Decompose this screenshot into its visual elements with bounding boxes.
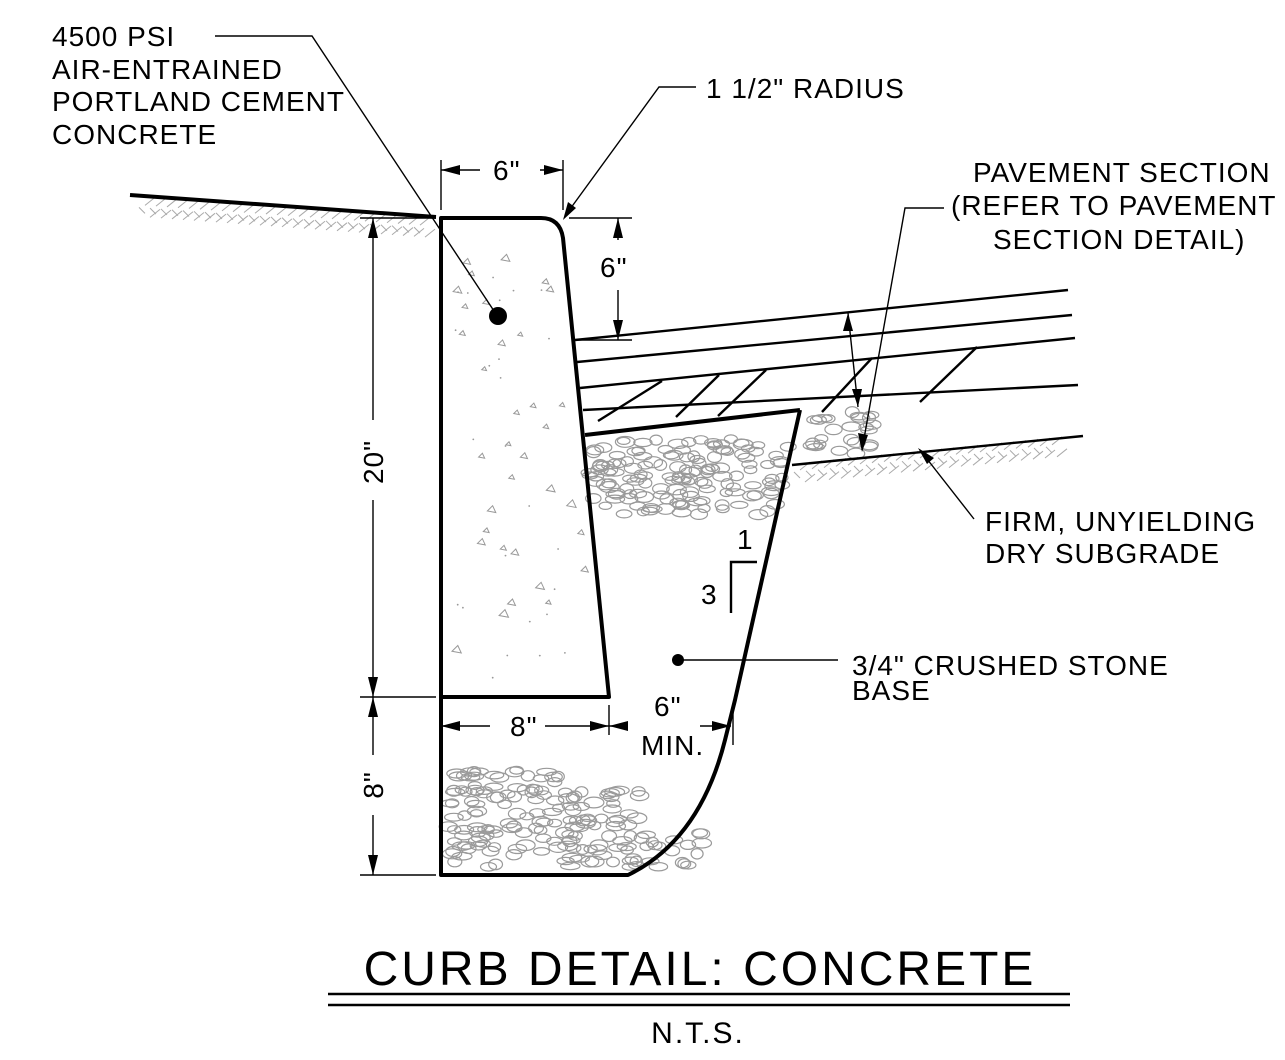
dim-curb-height: 20" [358,217,436,698]
subgrade-hatch [793,436,1068,483]
pavement-line-4 [582,383,1079,412]
dim-bottom-width-label: 8" [510,711,538,742]
concrete-note-line-1: 4500 PSI [52,21,175,52]
dim-base-depth-label: 8" [358,771,389,799]
dim-top-width-label: 6" [493,155,521,186]
dim-base-extension: 6" MIN. [609,691,734,761]
callout-stone: 3/4" CRUSHED STONE BASE [672,650,1169,706]
title-block: CURB DETAIL: CONCRETE N.T.S. [328,943,1070,1050]
pavement-note-line-2: (REFER TO PAVEMENT [951,190,1277,221]
pavement-line-3 [579,336,1076,390]
stone-base-outline [439,409,802,877]
concrete-note-line-2: AIR-ENTRAINED [52,54,283,85]
slope-indicator: 1 3 [701,524,757,613]
subgrade-note-line-2: DRY SUBGRADE [985,538,1220,569]
dim-curb-height-label: 20" [358,440,389,484]
subgrade-line [791,434,1084,467]
concrete-curb-body [439,216,611,699]
crushed-stone-base-fill [438,406,882,872]
concrete-aggregate-speckle [451,253,590,679]
ground-hatch-left [138,196,436,238]
stone-note-line-1: 3/4" CRUSHED STONE [852,650,1169,681]
dim-bottom-width: 8" [441,705,610,742]
stone-base-top-edge [584,408,801,437]
dim-base-depth: 8" [358,697,436,876]
stone-note-line-2: BASE [852,675,931,706]
radius-note: 1 1/2" RADIUS [706,73,905,104]
dim-top-width: 6" [440,155,564,210]
concrete-note-line-4: CONCRETE [52,119,217,150]
callout-subgrade: FIRM, UNYIELDING DRY SUBGRADE [918,448,1256,569]
pavement-line-1 [574,288,1069,342]
pavement-note-line-3: SECTION DETAIL) [993,224,1246,255]
drawing-scale: N.T.S. [651,1017,745,1050]
drawing-title: CURB DETAIL: CONCRETE [364,943,1037,996]
callout-concrete: 4500 PSI AIR-ENTRAINED PORTLAND CEMENT C… [52,21,507,325]
pavement-section [574,288,1084,467]
slope-run-label: 3 [701,579,718,610]
concrete-note-line-3: PORTLAND CEMENT [52,86,345,117]
dim-reveal-label: 6" [600,252,628,283]
pavement-note-line-1: PAVEMENT SECTION [973,157,1271,188]
ground-line-left [129,193,437,219]
base-hatch-strokes [597,346,978,423]
callout-pavement: PAVEMENT SECTION (REFER TO PAVEMENT SECT… [843,157,1277,452]
dim-base-extension-label: 6" [654,691,682,722]
callout-radius: 1 1/2" RADIUS [563,73,905,220]
dim-reveal: 6" [569,217,632,341]
subgrade-note-line-1: FIRM, UNYIELDING [985,506,1256,537]
slope-rise-label: 1 [737,524,754,555]
pavement-line-2 [576,313,1073,364]
dim-base-extension-note: MIN. [641,730,704,761]
